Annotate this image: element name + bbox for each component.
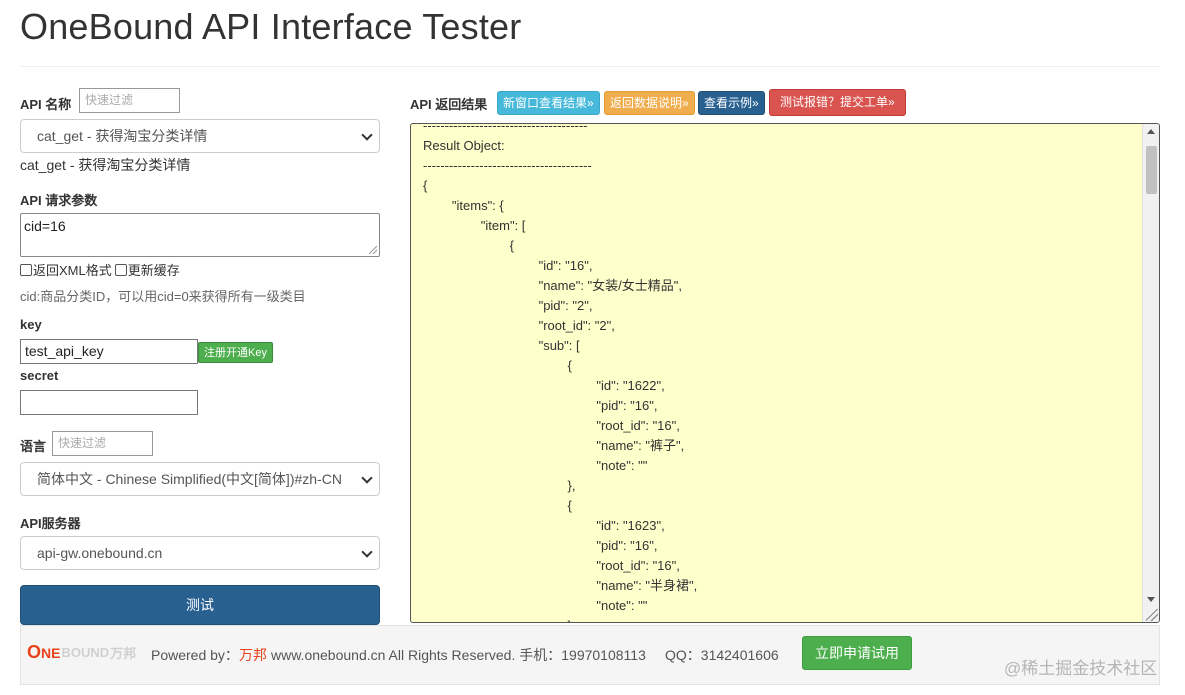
key-input[interactable]: test_api_key <box>20 339 198 364</box>
result-label: API 返回结果 <box>410 97 488 112</box>
result-line: "id": "16", <box>423 258 593 273</box>
title-divider <box>20 66 1160 67</box>
watermark: @稀土掘金技术社区 <box>1004 659 1158 678</box>
params-label: API 请求参数 <box>20 193 98 208</box>
language-label: 语言 <box>20 439 47 454</box>
example-button[interactable]: 查看示例» <box>698 91 765 115</box>
secret-input[interactable] <box>20 390 198 415</box>
result-line: }, <box>423 478 576 493</box>
result-line: { <box>423 498 572 513</box>
result-line: --------------------------------------- <box>423 158 592 173</box>
language-select-value: 简体中文 - Chinese Simplified(中文[简体])#zh-CN <box>37 471 342 487</box>
server-select[interactable]: api-gw.onebound.cn <box>20 536 380 570</box>
params-hint: cid:商品分类ID，可以用cid=0来获得所有一级类目 <box>20 289 306 304</box>
scroll-up-icon[interactable] <box>1147 129 1155 134</box>
result-line: "pid": "16", <box>423 538 658 553</box>
api-select-value: cat_get - 获得淘宝分类详情 <box>37 128 208 144</box>
result-line: "name": "半身裙", <box>423 578 698 593</box>
xml-checkbox[interactable] <box>20 263 32 276</box>
qq-contact: QQ：3142401606 <box>665 647 779 663</box>
apply-trial-button[interactable]: 立即申请试用 <box>802 636 912 670</box>
report-issue-button[interactable]: 测试报错？提交工单» <box>769 89 906 116</box>
server-select-value: api-gw.onebound.cn <box>37 545 163 561</box>
language-filter-input[interactable]: 快速过滤 <box>52 431 153 456</box>
result-line: Result Object: <box>423 138 505 153</box>
result-text: -------------------------------------- Re… <box>423 123 698 622</box>
result-line: }, <box>423 616 697 622</box>
result-line: "id": "1623", <box>423 518 665 533</box>
scrollbar[interactable] <box>1142 124 1159 622</box>
logo-cn: 万邦 <box>110 646 137 661</box>
data-doc-button[interactable]: 返回数据说明» <box>604 91 695 115</box>
chevron-down-icon <box>361 129 373 141</box>
result-line: "id": "1622", <box>423 378 665 393</box>
new-window-button[interactable]: 新窗口查看结果» <box>497 91 600 115</box>
result-line: "note": "" <box>423 458 648 473</box>
params-value: cid=16 <box>24 218 66 234</box>
result-line: -------------------------------------- <box>423 123 588 133</box>
result-line: "root_id": "2", <box>423 318 615 333</box>
result-line: "name": "女装/女士精品", <box>423 278 683 293</box>
result-line: "note": "" <box>423 598 648 613</box>
scroll-thumb[interactable] <box>1146 146 1157 194</box>
secret-label: secret <box>20 368 59 383</box>
logo-o: O <box>27 642 42 662</box>
language-select[interactable]: 简体中文 - Chinese Simplified(中文[简体])#zh-CN <box>20 462 380 496</box>
onebound-logo: O NE BOUND 万邦 <box>27 642 136 663</box>
api-filter-input[interactable]: 快速过滤 <box>79 88 180 113</box>
result-line: "root_id": "16", <box>423 418 680 433</box>
result-line: "name": "裤子", <box>423 438 685 453</box>
result-line: "pid": "16", <box>423 398 658 413</box>
resize-grip-icon[interactable] <box>369 246 377 254</box>
params-textarea[interactable]: cid=16 <box>20 213 380 257</box>
result-line: "root_id": "16", <box>423 558 680 573</box>
api-select[interactable]: cat_get - 获得淘宝分类详情 <box>20 119 380 153</box>
key-label: key <box>20 317 42 332</box>
result-line: "item": [ <box>423 218 526 233</box>
result-line: "pid": "2", <box>423 298 593 313</box>
chevron-down-icon <box>361 472 373 484</box>
server-label: API服务器 <box>20 516 81 531</box>
result-output[interactable]: -------------------------------------- Re… <box>410 123 1160 623</box>
cache-checkbox-label: 更新缓存 <box>127 263 180 278</box>
options-row: 返回XML格式 更新缓存 <box>20 260 180 279</box>
test-button[interactable]: 测试 <box>20 585 380 625</box>
register-key-button[interactable]: 注册开通Key <box>198 342 273 363</box>
result-line: { <box>423 358 572 373</box>
copyright-text: www.onebound.cn All Rights Reserved. 手机：… <box>271 647 646 663</box>
brand-link[interactable]: 万邦 <box>239 647 267 663</box>
api-name-label: API 名称 <box>20 97 72 112</box>
resize-grip-icon[interactable] <box>1146 609 1158 621</box>
powered-by: Powered by： <box>151 647 239 663</box>
logo-bound: BOUND <box>61 645 110 660</box>
xml-checkbox-label: 返回XML格式 <box>33 263 112 278</box>
cache-checkbox[interactable] <box>114 263 127 276</box>
api-description: cat_get - 获得淘宝分类详情 <box>20 157 191 173</box>
scroll-down-icon[interactable] <box>1147 597 1155 602</box>
logo-ne: NE <box>41 644 61 661</box>
result-line: "items": { <box>423 198 504 213</box>
result-line: "sub": [ <box>423 338 580 353</box>
chevron-down-icon <box>361 546 373 558</box>
result-line: { <box>423 178 428 193</box>
result-line: { <box>423 238 515 253</box>
page-title: OneBound API Interface Tester <box>20 6 522 47</box>
footer: O NE BOUND 万邦 Powered by： 万邦 www.oneboun… <box>20 625 1160 685</box>
